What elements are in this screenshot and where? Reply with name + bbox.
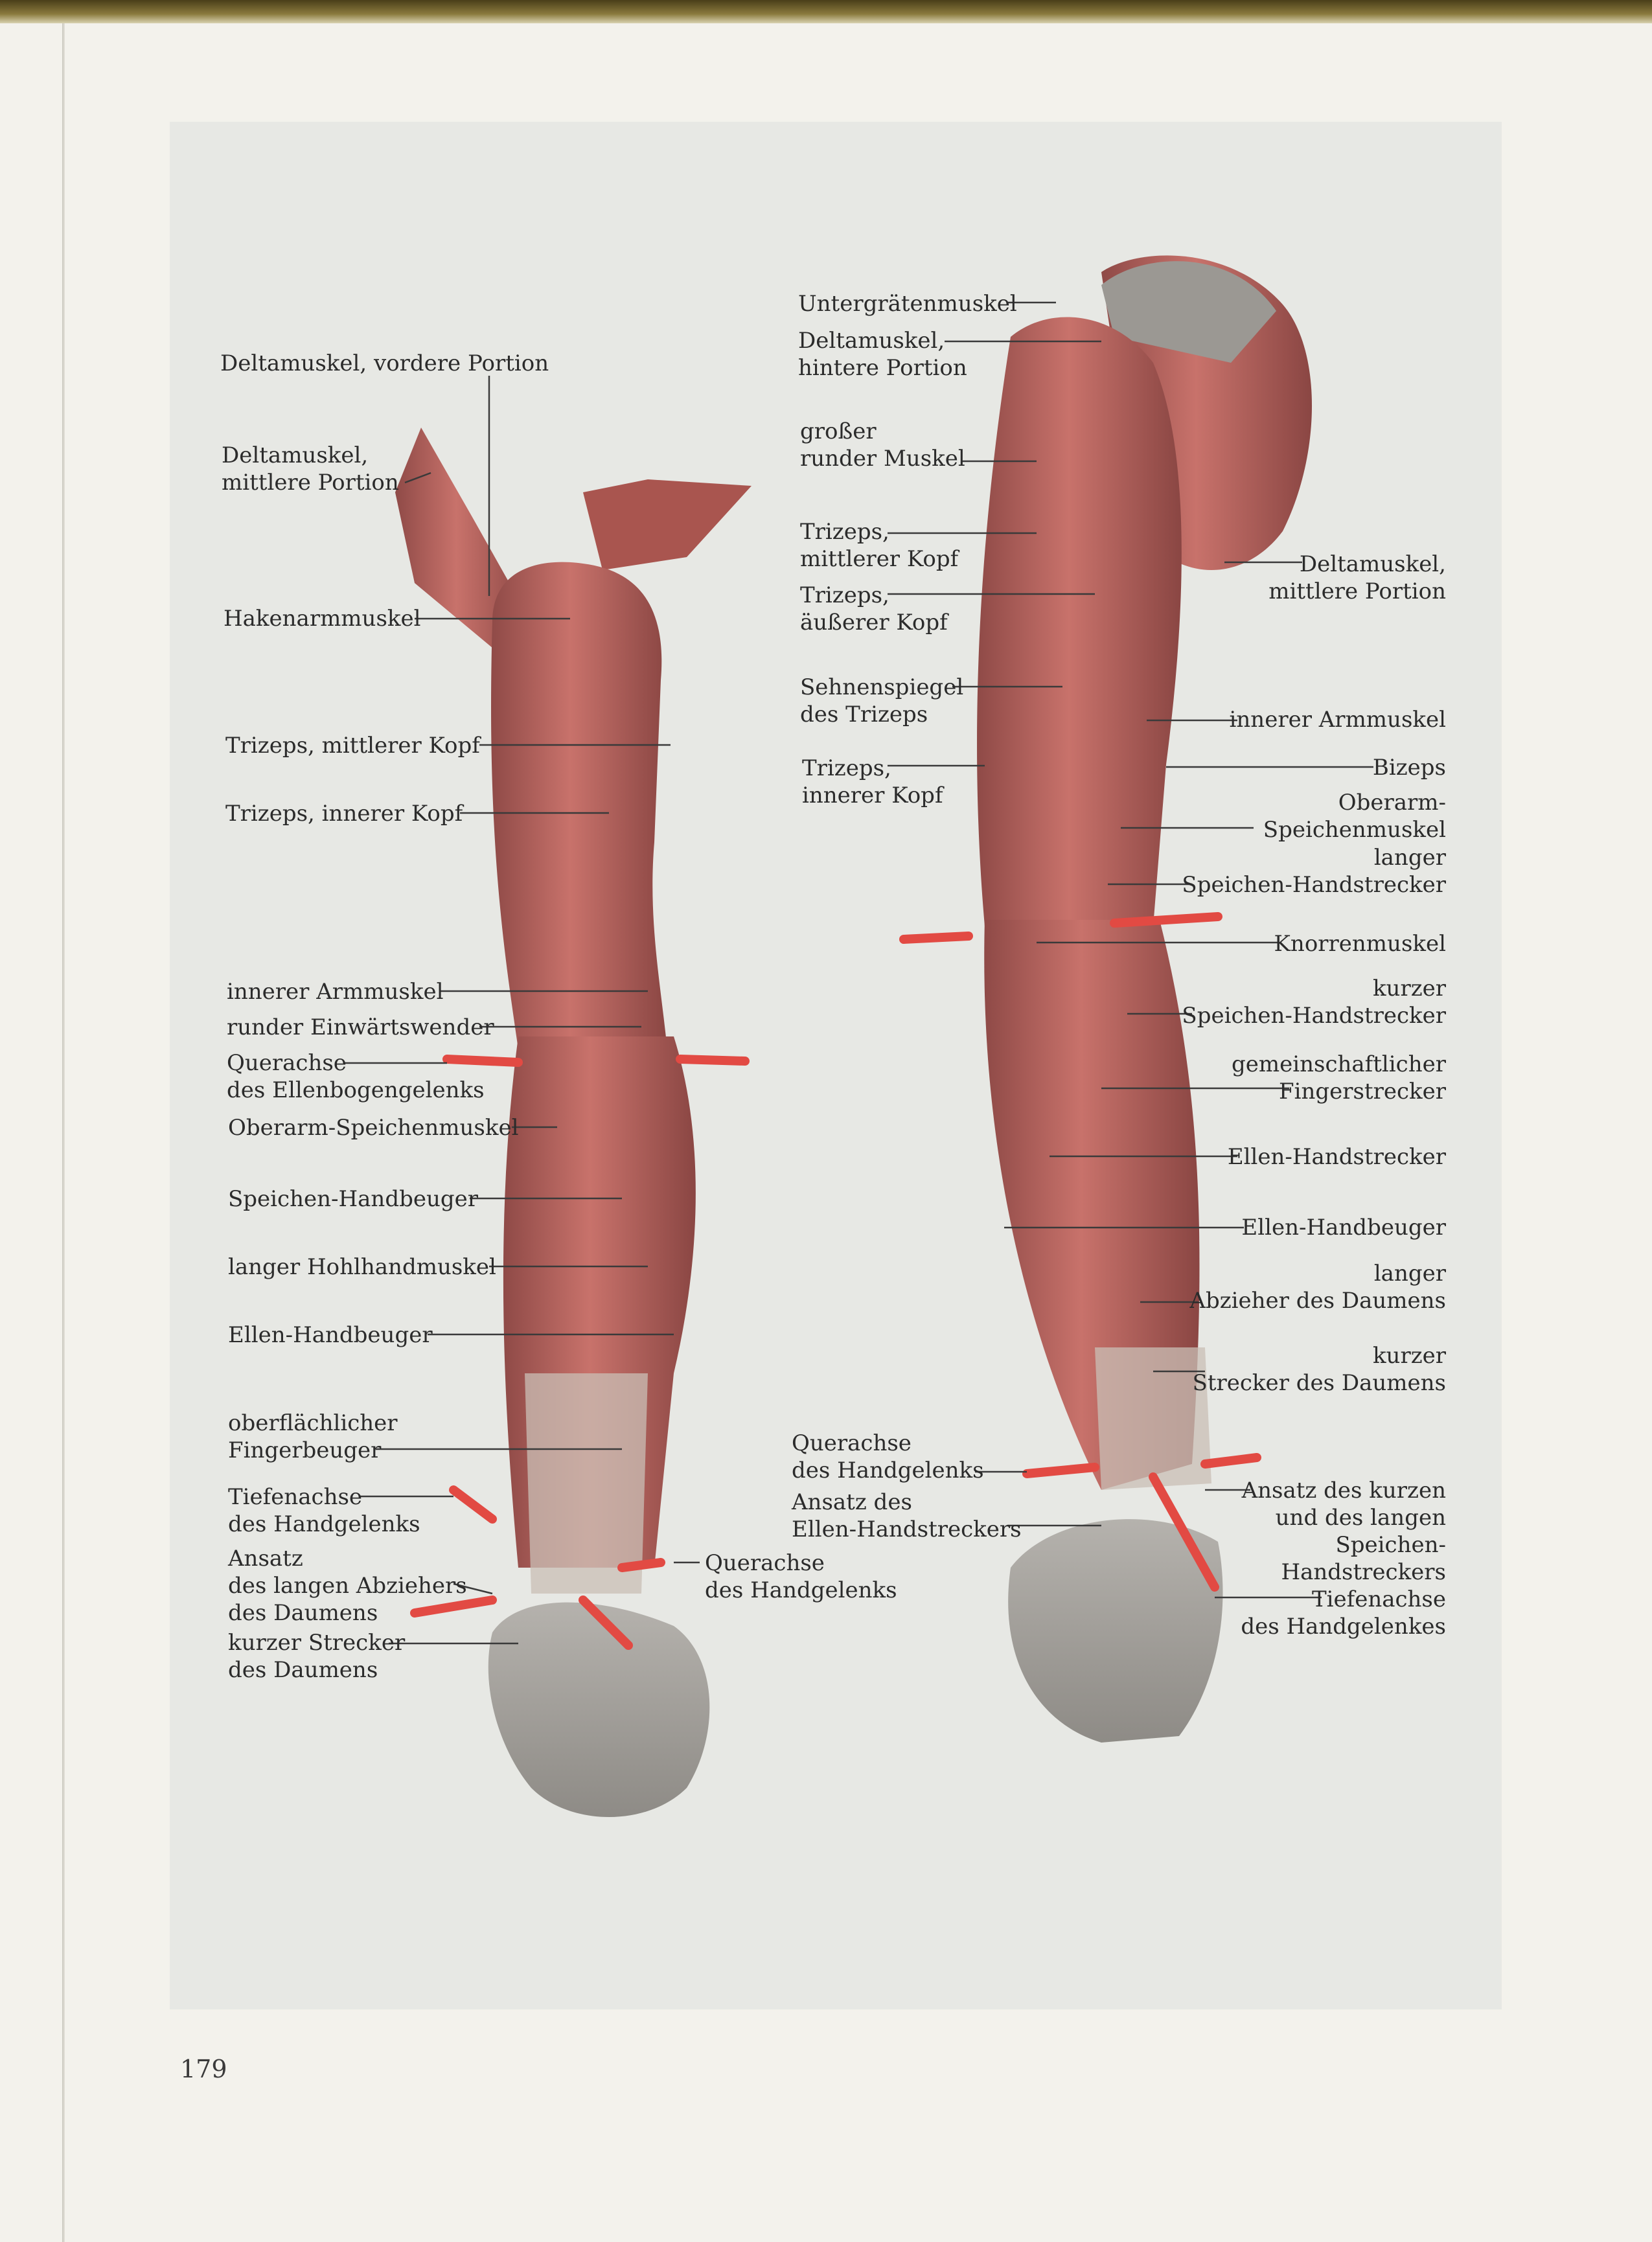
label-hohlhand: langer Hohlhandmuskel — [228, 1254, 496, 1280]
label-querachse-elbow: Querachse des Ellenbogengelenks — [227, 1050, 485, 1103]
label-bizeps: Bizeps — [1372, 755, 1446, 781]
label-sehnenspiegel: Sehnenspiegel des Trizeps — [800, 674, 964, 727]
label-inner-arm-left: innerer Armmuskel — [227, 979, 444, 1005]
left-wrist-tiefenachse — [449, 1485, 497, 1524]
right-elbow-axis-b — [1110, 912, 1222, 928]
label-kurzer-strecker-right: kurzer Strecker des Daumens — [1192, 1343, 1446, 1396]
label-delta-back: Deltamuskel, hintere Portion — [798, 328, 967, 381]
label-fingerstrecker: gemeinschaftlicher Fingerstrecker — [1232, 1051, 1446, 1104]
label-tiefenachse-right: Tiefenachse des Handgelenkes — [1241, 1586, 1446, 1640]
label-ellen-strecker: Ellen-Handstrecker — [1227, 1144, 1446, 1170]
left-elbow-axis-a — [442, 1055, 523, 1067]
label-triz-inner-right: Trizeps, innerer Kopf — [802, 755, 943, 808]
left-deltoid-flap — [395, 428, 531, 648]
label-untergraeten: Untergrätenmuskel — [798, 291, 1017, 317]
right-upper-arm — [977, 317, 1182, 927]
left-wrist-depth — [579, 1596, 633, 1650]
label-triz-mid-left: Trizeps, mittlerer Kopf — [225, 733, 480, 759]
label-speichen-beuger: Speichen-Handbeuger — [228, 1186, 479, 1212]
label-delta-front: Deltamuskel, vordere Portion — [220, 350, 549, 376]
left-upper-arm — [491, 562, 667, 1049]
label-querachse-wrist-left: Querachse des Handgelenks — [705, 1550, 897, 1603]
label-knorren: Knorrenmuskel — [1274, 931, 1446, 957]
label-ellen-beuger-left: Ellen-Handbeuger — [228, 1322, 433, 1348]
axis-markers — [410, 912, 1261, 1650]
label-triz-inner-left: Trizeps, innerer Kopf — [225, 801, 463, 827]
left-elbow-axis-b — [676, 1055, 750, 1066]
label-ansatz-speichen: Ansatz des kurzen und des langen Speiche… — [1241, 1478, 1446, 1585]
right-elbow-axis-a — [899, 932, 973, 944]
label-grosser-runder: großer runder Muskel — [800, 418, 965, 472]
label-tiefenachse-left: Tiefenachse des Handgelenks — [228, 1484, 420, 1537]
right-hand — [1008, 1519, 1223, 1743]
label-haken: Hakenarmmuskel — [224, 606, 421, 632]
left-wrist-axis-a — [410, 1596, 497, 1618]
label-langer-speichen: langer Speichen-Handstrecker — [1182, 845, 1446, 898]
right-wrist-axis-a — [1022, 1463, 1099, 1478]
label-langer-abzieher: langer Abzieher des Daumens — [1189, 1261, 1446, 1314]
label-delta-mid-right: Deltamuskel, mittlere Portion — [1268, 551, 1446, 604]
label-oberarm-speichen-right: Oberarm- Speichenmuskel — [1263, 790, 1446, 843]
label-inner-arm-right: innerer Armmuskel — [1229, 707, 1446, 733]
right-wrist-depth — [1149, 1472, 1219, 1592]
page-number: 179 — [180, 2055, 227, 2083]
label-triz-mid-right: Trizeps, mittlerer Kopf — [800, 519, 959, 572]
label-oberarm-speichen-left: Oberarm-Speichenmuskel — [228, 1115, 519, 1141]
left-arm-front-view — [395, 428, 751, 1817]
label-ellen-beuger-right: Ellen-Handbeuger — [1241, 1215, 1446, 1241]
book-edge — [0, 0, 1652, 23]
label-delta-mid-left: Deltamuskel, mittlere Portion — [222, 442, 399, 496]
label-einwaerts: runder Einwärtswender — [227, 1014, 494, 1040]
left-wrist-axis-b — [617, 1558, 665, 1572]
right-scapula-top — [1101, 261, 1276, 363]
page-spine — [62, 23, 65, 2242]
right-wrist-tendons — [1095, 1347, 1211, 1490]
label-triz-outer: Trizeps, äußerer Kopf — [800, 582, 948, 635]
label-kurzer-speichen: kurzer Speichen-Handstrecker — [1182, 976, 1446, 1029]
left-shoulder-flap — [583, 479, 751, 570]
label-querachse-wrist-right: Querachse des Handgelenks — [792, 1430, 984, 1483]
label-ansatz-abzieher: Ansatz des langen Abziehers des Daumens — [228, 1546, 467, 1626]
label-kurzer-strecker-left: kurzer Strecker des Daumens — [228, 1630, 406, 1683]
label-fingerbeuger: oberflächlicher Fingerbeuger — [228, 1410, 398, 1463]
right-wrist-axis-b — [1200, 1453, 1261, 1469]
right-arm-back-view — [977, 255, 1312, 1743]
leader-lines — [343, 301, 1373, 1645]
left-wrist-tendons — [525, 1373, 648, 1594]
left-hand — [488, 1602, 710, 1817]
label-ansatz-ellen: Ansatz des Ellen-Handstreckers — [792, 1489, 1022, 1542]
